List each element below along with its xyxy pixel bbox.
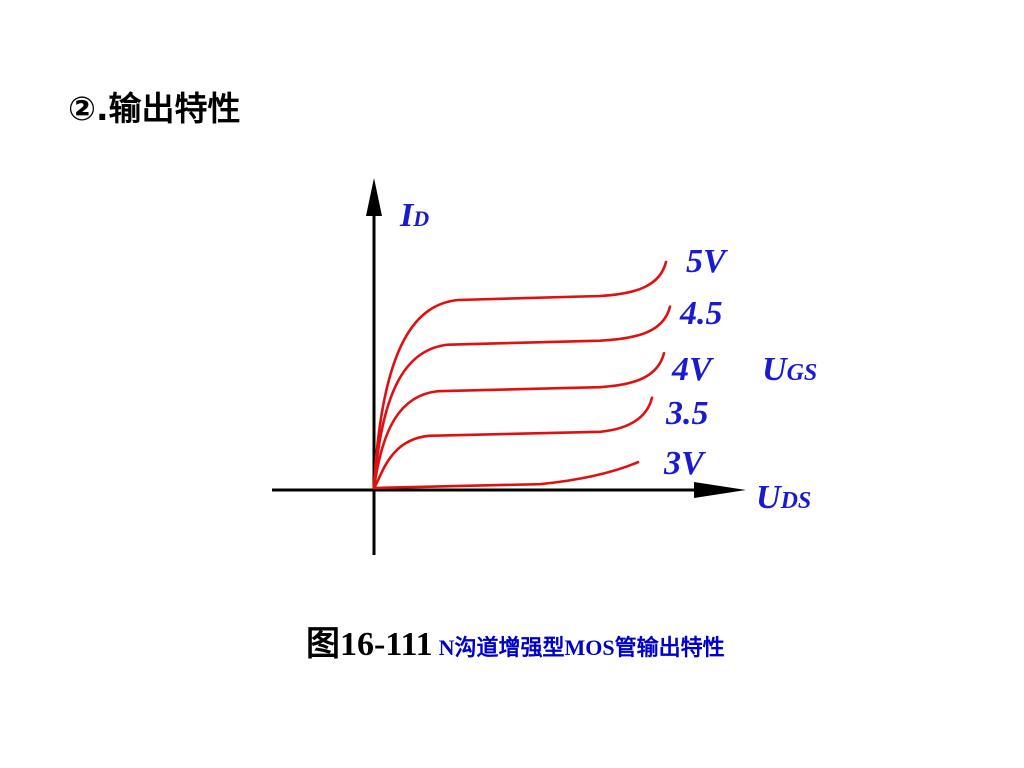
- x-axis-label-main: U: [756, 479, 783, 516]
- curves-group: [372, 260, 672, 490]
- curve-4V: [372, 351, 666, 490]
- curve-label-4-5: 4.5: [679, 295, 723, 332]
- x-axis-label-sub: DS: [780, 488, 812, 514]
- ugs-parameter-label: UGS: [762, 351, 817, 388]
- curve-5V: [372, 260, 668, 490]
- y-axis-label: ID: [399, 197, 429, 234]
- section-title: ②.输出特性: [68, 89, 241, 128]
- curve-3V: [372, 460, 640, 490]
- curve-4-5: [372, 305, 672, 490]
- ugs-label-sub: GS: [787, 360, 818, 386]
- y-axis-arrow: [366, 178, 382, 216]
- curve-label-3V: 3V: [663, 445, 706, 482]
- y-axis-label-sub: D: [412, 206, 429, 231]
- curve-label-3-5: 3.5: [665, 395, 709, 432]
- curve-3-5: [372, 396, 654, 490]
- x-axis-label: UDS: [756, 479, 811, 516]
- curve-label-4V: 4V: [671, 351, 714, 388]
- caption-prefix: 图16-111: [306, 626, 433, 663]
- curve-labels-group: 5V 4.5 4V 3.5 3V: [663, 243, 728, 482]
- caption-text: N沟道增强型MOS管输出特性: [438, 635, 725, 660]
- y-axis-label-main: I: [399, 197, 415, 234]
- ugs-label-main: U: [762, 351, 789, 388]
- x-axis-arrow: [694, 482, 746, 498]
- curve-label-5V: 5V: [686, 243, 728, 280]
